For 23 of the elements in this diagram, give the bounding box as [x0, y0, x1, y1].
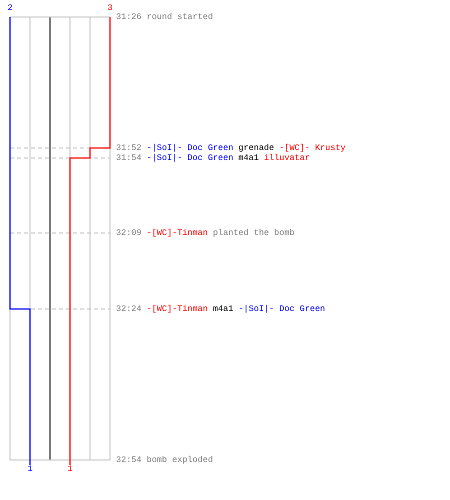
time-label: 32:09 — [116, 228, 142, 238]
count-label: 3 — [107, 3, 113, 13]
event-text: round started — [146, 12, 213, 22]
player-name: -[WC]-Tinman — [146, 228, 208, 238]
time-label: 31:26 — [116, 12, 142, 22]
count-label: 2 — [7, 3, 13, 13]
event-text: planted the bomb — [212, 228, 295, 238]
player-name: -|SoI|- Doc Green — [238, 304, 326, 314]
player-name: -[WC]-Tinman — [146, 304, 208, 314]
count-label: 1 — [27, 464, 33, 474]
player-name: -[WC]- Krusty — [279, 143, 346, 153]
time-label: 31:54 — [116, 153, 142, 163]
time-label: 31:52 — [116, 143, 142, 153]
weapon-name: m4a1 — [212, 304, 234, 314]
time-label: 32:24 — [116, 304, 142, 314]
event-text: bomb exploded — [146, 455, 213, 465]
count-label: 1 — [67, 464, 73, 474]
player-name: -|SoI|- Doc Green — [146, 153, 234, 163]
weapon-name: grenade — [238, 143, 274, 153]
player-name: illuvatar — [264, 153, 310, 163]
weapon-name: m4a1 — [238, 153, 259, 163]
time-label: 32:54 — [116, 455, 142, 465]
player-name: -|SoI|- Doc Green — [146, 143, 234, 153]
